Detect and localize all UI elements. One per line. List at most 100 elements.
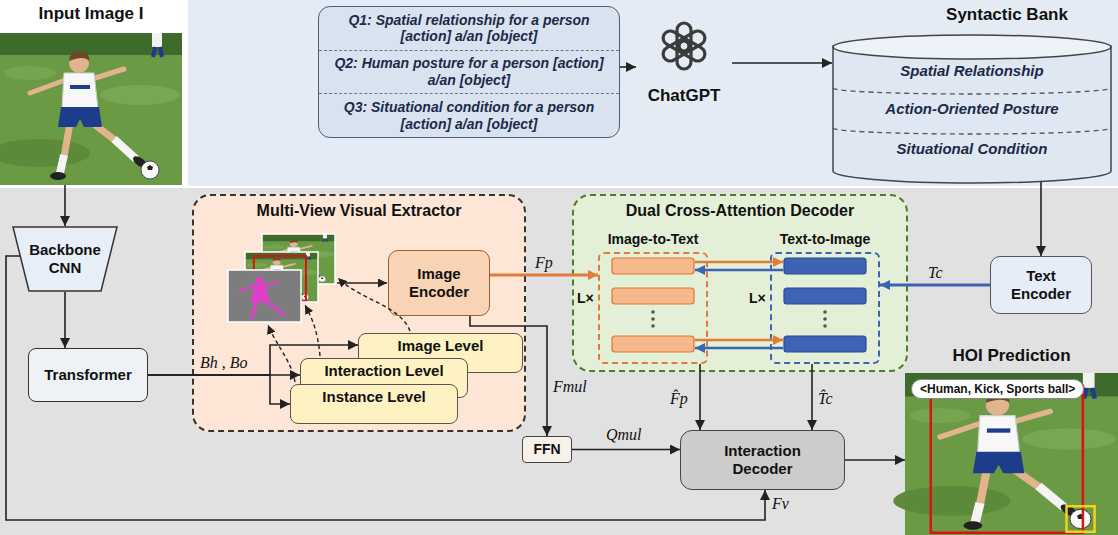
- image-encoder-box: Image Encoder: [388, 250, 490, 316]
- node-label: HOI Prediction: [905, 346, 1118, 366]
- connector-arrow: [470, 316, 547, 436]
- encoder-input-arrow: [337, 282, 387, 284]
- node-text: Action-Oriented Posture: [832, 100, 1112, 118]
- cross-attention-arrows: [695, 347, 783, 350]
- trapezoid-outline: [13, 227, 117, 291]
- node-label: Input Image I: [0, 4, 182, 24]
- syntactic-bank-cylinder: Syntactic BankSpatial RelationshipAction…: [832, 34, 1112, 184]
- edge-label: T̂c: [818, 390, 833, 408]
- text-to-image-dots: [823, 317, 827, 321]
- node-label: Image Level: [359, 337, 522, 355]
- node-text: Spatial Relationship: [832, 62, 1112, 80]
- input-photo: [0, 33, 182, 185]
- input-image-panel: Input Image I: [0, 33, 182, 185]
- llm-block: ChatGPT: [636, 12, 732, 112]
- node-label: ChatGPT: [636, 86, 732, 106]
- prediction-panel: HOI Prediction<Human, Kick, Sports ball>: [905, 373, 1118, 535]
- image-to-text-dots: [651, 317, 655, 321]
- object-box: [1067, 506, 1095, 532]
- node-text: Q3: Situational condition for a person […: [319, 93, 619, 137]
- chatgpt-logo: [661, 28, 692, 54]
- model-panel: [0, 188, 1118, 535]
- node-label: Text-to-Image: [758, 231, 892, 248]
- node-label: Syntactic Bank: [902, 5, 1112, 25]
- view-arrows: [268, 325, 295, 382]
- edge-label: Fv: [772, 495, 789, 513]
- connector-arrow: [620, 66, 636, 68]
- node-label: FFN: [533, 441, 560, 458]
- text-to-image-dots: [823, 310, 827, 314]
- view-arrows: [268, 278, 410, 382]
- transformer-box: Transformer: [28, 348, 148, 402]
- node-label: Multi-View Visual Extractor: [194, 201, 524, 220]
- text-encoder-box: Text Encoder: [990, 256, 1092, 314]
- cylinder-top: [833, 35, 1111, 59]
- view-thumbnails: [252, 301, 256, 318]
- edge-label: Fmul: [553, 378, 587, 396]
- connector-arrow: [811, 364, 813, 430]
- node-text: L×: [577, 290, 594, 307]
- node-text: Situational Condition: [832, 140, 1112, 158]
- connector-arrow: [880, 284, 990, 287]
- text-to-image-dots: [823, 310, 827, 328]
- node-text: <Human, Kick, Sports ball>: [911, 379, 1084, 399]
- backbone-trapezoid: Backbone CNN: [12, 226, 118, 292]
- connector-arrow: [1040, 182, 1042, 256]
- image-to-text-layers: [612, 258, 694, 352]
- node-label: Image Encoder: [389, 265, 489, 301]
- image-to-text-layers: [612, 258, 694, 274]
- view-thumbnails: [228, 270, 301, 322]
- cross-attention-arrows: [695, 339, 783, 342]
- node-label: Backbone CNN: [23, 241, 107, 277]
- image-to-text-dots: [651, 310, 655, 328]
- image-to-text-layers: [612, 288, 694, 304]
- node-label: Transformer: [38, 366, 138, 384]
- view-thumbnails: [240, 286, 255, 291]
- connector-arrow: [148, 375, 290, 404]
- text-to-image-layers: [784, 288, 866, 304]
- text-to-image-layers: [784, 258, 866, 274]
- node-label: Dual Cross-Attention Decoder: [574, 201, 906, 220]
- connector-arrow: [845, 459, 905, 461]
- interaction-decoder-box: Interaction Decoder: [680, 430, 845, 490]
- level-box: Instance Level: [290, 384, 458, 424]
- connector-arrow: [699, 364, 701, 430]
- bank-divider: [833, 128, 1111, 134]
- input-photo: [0, 33, 182, 185]
- connector-arrow: [572, 449, 680, 451]
- cross-attention-arrows: [695, 261, 783, 264]
- text-to-image-dots: [823, 324, 827, 328]
- cylinder-body: [833, 46, 1111, 183]
- edge-label: Qmul: [606, 426, 642, 444]
- connector-arrow: [148, 345, 358, 375]
- node-text: L×: [749, 290, 766, 307]
- node-label: Q1: Spatial relationship for a person [a…: [319, 7, 619, 50]
- node-label: Instance Level: [291, 388, 457, 406]
- view-arrows: [338, 278, 410, 331]
- view-thumbnails: [240, 277, 284, 318]
- cross-attention-arrows: [695, 262, 783, 348]
- view-thumbnails: [265, 282, 278, 285]
- bank-divider: [833, 88, 1111, 94]
- text-to-image-layers: [784, 336, 866, 352]
- edge-label: Fp: [535, 254, 553, 272]
- view-thumbnails: [264, 300, 284, 314]
- image-to-text-dots: [651, 310, 655, 314]
- cross-attention-arrows: [695, 269, 783, 272]
- hoi-photo: [893, 373, 1118, 535]
- image-to-text-layers: [612, 336, 694, 352]
- query-band: [188, 0, 1118, 186]
- connector-arrow: [64, 185, 66, 226]
- connector-arrow: [6, 256, 765, 520]
- edge-label: Tc: [928, 264, 943, 282]
- image-to-text-dots: [651, 324, 655, 328]
- ffn-box: FFN: [522, 436, 572, 463]
- node-label: Interaction Decoder: [703, 442, 823, 478]
- connector-arrow: [490, 274, 598, 277]
- human-box: [931, 386, 1083, 533]
- chatgpt-logo: [661, 23, 708, 69]
- node-label: Interaction Level: [301, 362, 467, 380]
- node-label: Image-to-Text: [586, 231, 720, 248]
- view-thumbnails: [256, 277, 264, 284]
- node-text: Q2: Human posture for a person [action] …: [319, 50, 619, 94]
